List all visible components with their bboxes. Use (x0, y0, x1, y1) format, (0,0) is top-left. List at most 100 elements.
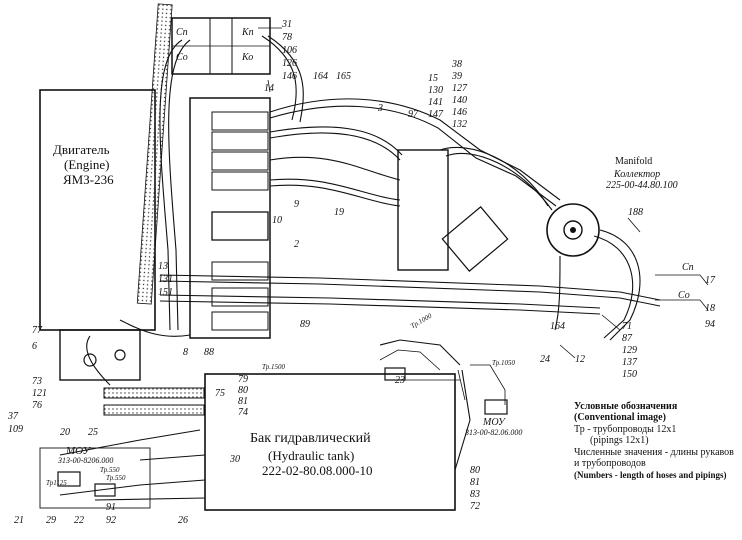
callout: 10 (272, 215, 282, 226)
valve-section (211, 131, 269, 151)
legend-line: Численные значения - длины рукавов (574, 447, 734, 458)
callout: 137 (622, 357, 637, 368)
callout: 78 (282, 32, 292, 43)
insulated-hose (103, 404, 205, 416)
callout: 127 (452, 83, 467, 94)
callout: 77 (32, 325, 42, 336)
filter-unit (441, 205, 509, 273)
engine-base (59, 329, 141, 381)
callout: 146 (452, 107, 467, 118)
callout: 129 (622, 345, 637, 356)
callout: 26 (178, 515, 188, 526)
valve-section (211, 111, 269, 131)
moy-left-title: МОУ (66, 445, 90, 457)
tank-code: 222-02-80.08.000-10 (262, 463, 373, 478)
callout: 87 (622, 333, 632, 344)
callout: 188 (628, 207, 643, 218)
callout: 6 (32, 341, 37, 352)
pipe-runs (379, 349, 506, 405)
callout: 91 (106, 502, 116, 513)
valve-label: Со (176, 52, 188, 63)
callout: 18 (705, 303, 715, 314)
callout: 23 (395, 375, 405, 386)
legend-line: (pipings 12x1) (590, 435, 649, 446)
callout: 30 (230, 454, 240, 465)
moy-right-code: 313-00-82.06.000 (465, 428, 523, 437)
valve-label: Со (678, 290, 690, 301)
moy-left-frame (39, 447, 151, 509)
legend-title-ru: Условные обозначения (574, 401, 678, 412)
callout: 106 (282, 45, 297, 56)
callout: 25 (88, 427, 98, 438)
callout: 165 (336, 71, 351, 82)
callout: 37 (8, 411, 18, 422)
callout: 15 (428, 73, 438, 84)
engine-title-en: (Engine) (64, 157, 110, 172)
manifold-title-ru: Коллектор (614, 169, 661, 180)
manifold-core (563, 220, 583, 240)
valve-section (211, 151, 269, 171)
moy-left-unit (57, 471, 81, 487)
callout: 3 (378, 103, 383, 114)
manifold-code: 225-00-44.80.100 (606, 180, 678, 191)
callout: 80 (238, 385, 248, 396)
callout: 126 (282, 58, 297, 69)
callout: 72 (470, 501, 480, 512)
callout: 13 (158, 261, 168, 272)
pipe-label: Тр.550 (106, 474, 126, 482)
tank-title-ru: Бак гидравлический (250, 431, 371, 446)
right-distributor (397, 149, 449, 271)
callout: 131 (158, 274, 173, 285)
callout: 121 (32, 388, 47, 399)
pipe-label: Тр.1500 (262, 363, 285, 371)
callout: 164 (313, 71, 328, 82)
tank-filler (384, 367, 406, 381)
callout: 132 (452, 119, 467, 130)
valve-label: Сп (682, 262, 694, 273)
callout: 79 (238, 374, 248, 385)
callout: 9 (294, 199, 299, 210)
callout: 12 (575, 354, 585, 365)
legend-line: (Numbers - length of hoses and pipings) (574, 470, 727, 480)
hose-runs (59, 35, 661, 501)
callout: 80 (470, 465, 480, 476)
control-valve-stack (189, 97, 271, 339)
callout: 2 (294, 239, 299, 250)
engine-model: ЯМЗ-236 (63, 172, 114, 187)
callout: 147 (428, 109, 443, 120)
callout: 140 (452, 95, 467, 106)
callout: 74 (238, 407, 248, 418)
callout: 17 (705, 275, 715, 286)
callout: 130 (428, 85, 443, 96)
valve-label: Кп (241, 27, 254, 38)
callout: 20 (60, 427, 70, 438)
moy-left-code: 313-00-8206.000 (58, 456, 114, 465)
valve-label: Сп (176, 27, 188, 38)
legend-line: и трубопроводов (574, 458, 646, 469)
callout: 73 (32, 376, 42, 387)
engine-fitting (114, 349, 126, 361)
callout: 19 (334, 207, 344, 218)
callout: 14 (264, 83, 274, 94)
tank-title-en: (Hydraulic tank) (268, 448, 355, 463)
callout: 146 (282, 71, 297, 82)
leader-lines (258, 27, 709, 359)
callout: 71 (622, 321, 632, 332)
callout: 97 (408, 109, 418, 120)
callout: 150 (622, 369, 637, 380)
callout: 89 (300, 319, 310, 330)
pipe-label: Тр.1050 (492, 359, 515, 367)
callout: 151 (158, 287, 173, 298)
callout: 109 (8, 424, 23, 435)
insulated-hose (136, 3, 173, 305)
callout: 24 (540, 354, 550, 365)
hydraulic-tank (204, 373, 456, 511)
callout: 83 (470, 489, 480, 500)
valve-section (211, 261, 269, 281)
callout: 31 (282, 19, 292, 30)
legend: Условные обозначения (Conventional image… (574, 402, 740, 480)
manifold (546, 203, 600, 257)
callout: 21 (14, 515, 24, 526)
callout: 92 (106, 515, 116, 526)
